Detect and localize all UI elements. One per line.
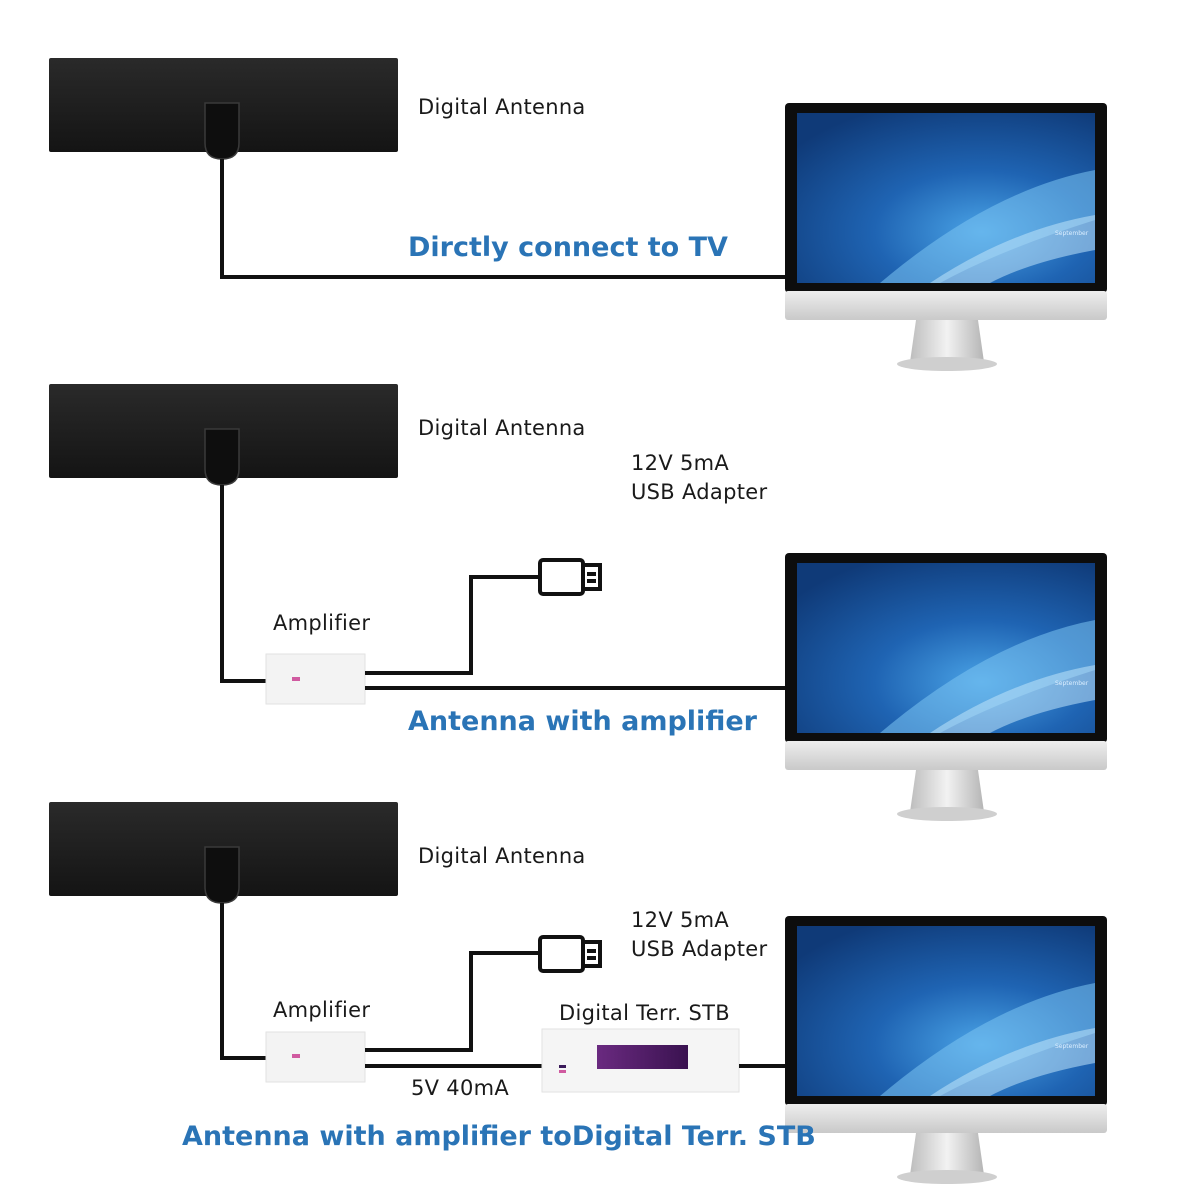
calendar-month-label: September: [1055, 680, 1089, 687]
antenna-label: Digital Antenna: [418, 95, 586, 119]
power-line1: 12V 5mA: [631, 451, 730, 475]
amplifier-box-icon: [265, 653, 366, 705]
panel-stb: [49, 802, 1107, 1184]
amplifier-label: Amplifier: [273, 998, 371, 1022]
amplifier-label: Amplifier: [273, 611, 371, 635]
power-line2: USB Adapter: [631, 937, 768, 961]
stb-display: [597, 1045, 688, 1069]
panel-direct: [49, 58, 1107, 371]
caption-stb: Antenna with amplifier toDigital Terr. S…: [182, 1121, 816, 1152]
antenna-connector: [204, 428, 240, 486]
antenna-cable: [220, 159, 790, 279]
stb-label: Digital Terr. STB: [559, 1001, 730, 1025]
antenna-label: Digital Antenna: [418, 416, 586, 440]
usb-power-cable: [365, 575, 541, 675]
power-spec-label: 12V 5mA USB Adapter: [631, 906, 767, 964]
panel-amplifier: [49, 384, 1107, 821]
stb-led: [559, 1065, 566, 1068]
antenna-cable: [220, 485, 268, 683]
caption-amplifier: Antenna with amplifier: [408, 706, 757, 737]
monitor-icon: [785, 916, 1107, 1184]
calendar-month-label: September: [1055, 230, 1089, 237]
antenna-cable: [220, 903, 268, 1060]
power-line2: USB Adapter: [631, 480, 768, 504]
stb-led: [559, 1070, 566, 1073]
calendar-month-label: September: [1055, 1043, 1089, 1050]
power-line1: 12V 5mA: [631, 908, 730, 932]
monitor-icon: [785, 103, 1107, 371]
usb-plug-icon: [538, 558, 602, 596]
amplifier-led: [292, 1054, 300, 1058]
antenna-label: Digital Antenna: [418, 844, 586, 868]
usb-plug-icon: [538, 935, 602, 973]
antenna-connector: [204, 846, 240, 904]
amplifier-box-icon: [265, 1031, 366, 1083]
current-spec-label: 5V 40mA: [411, 1076, 510, 1100]
usb-power-cable: [365, 951, 541, 1052]
caption-direct: Dirctly connect to TV: [408, 232, 728, 263]
antenna-connector: [204, 102, 240, 160]
monitor-icon: [785, 553, 1107, 821]
power-spec-label: 12V 5mA USB Adapter: [631, 449, 767, 507]
amplifier-led: [292, 677, 300, 681]
